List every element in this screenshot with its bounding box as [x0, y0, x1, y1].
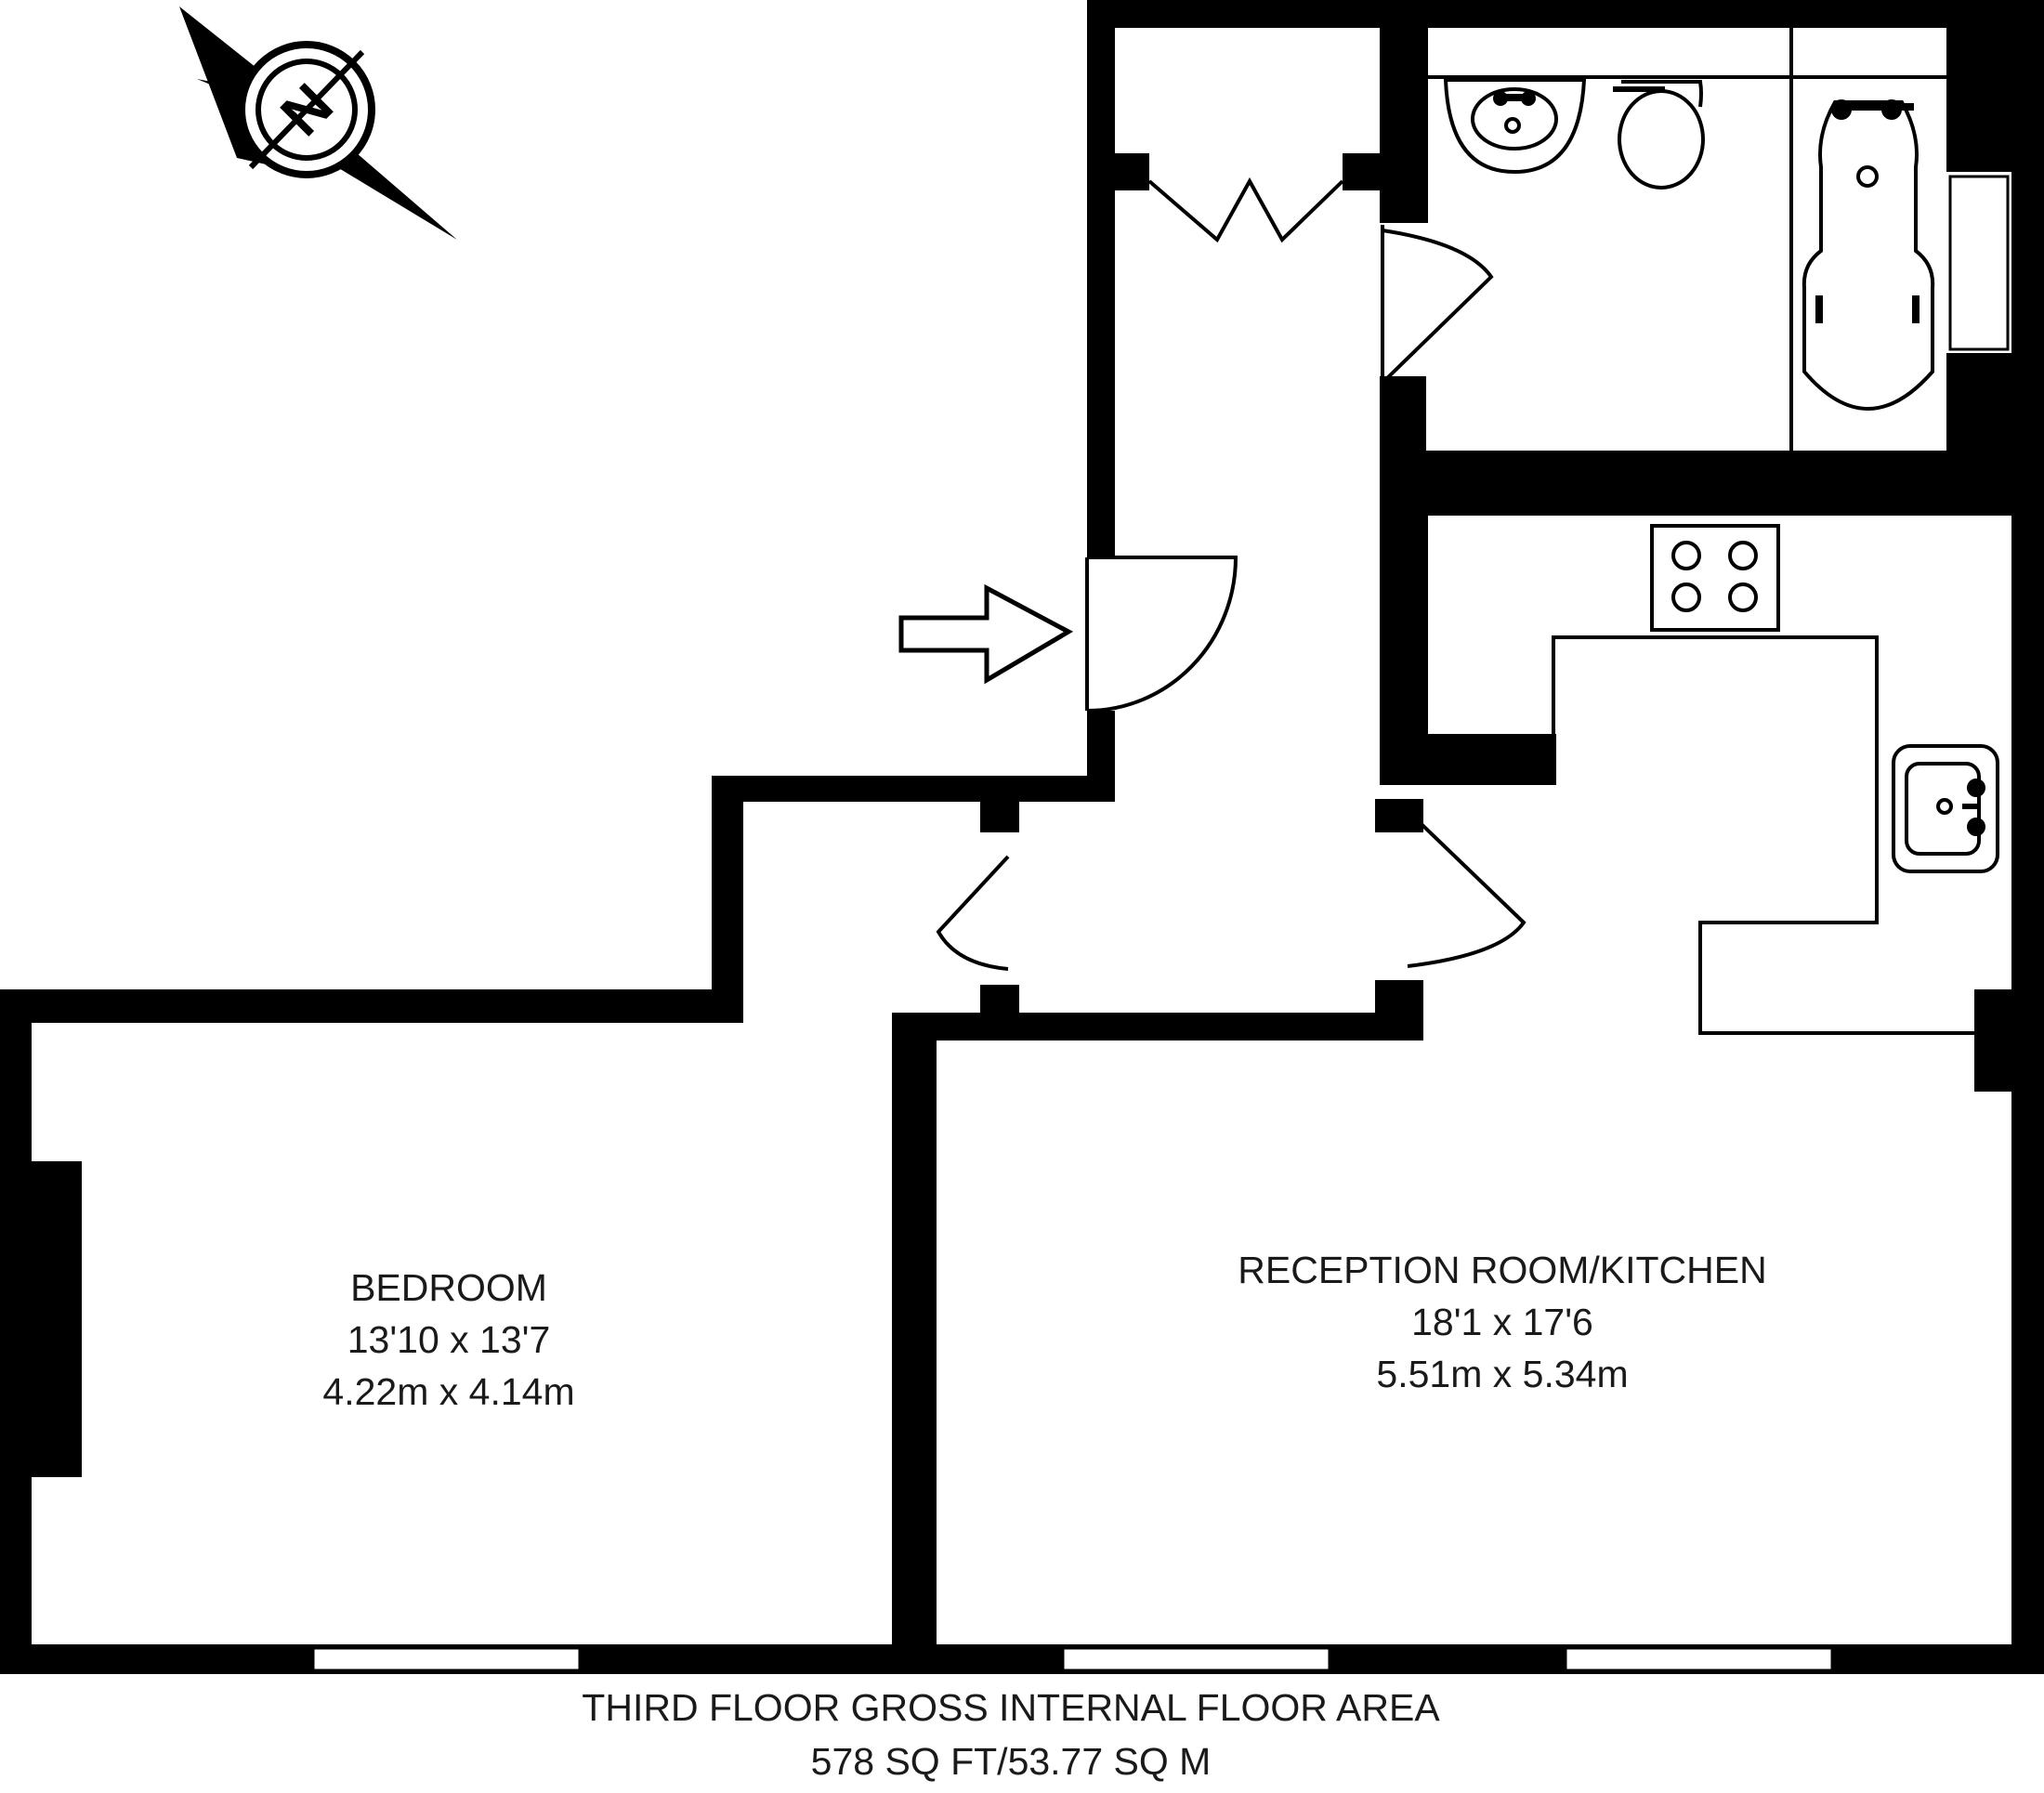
bedroom-metric: 4.22m x 4.14m	[322, 1370, 574, 1413]
bathroom-door-swing	[1382, 229, 1494, 383]
wall-right	[2011, 0, 2044, 1674]
floor-area-title: THIRD FLOOR GROSS INTERNAL FLOOR AREA	[582, 1686, 1440, 1729]
wall-bath-bottom	[1380, 451, 2044, 516]
kitchen-fixtures	[1552, 524, 1999, 1035]
hob-icon	[1650, 524, 1780, 632]
wall-bedroom-top	[0, 989, 715, 1023]
bathroom-fixtures	[1422, 28, 1946, 451]
window-bedroom	[311, 1646, 582, 1672]
window-bath	[1948, 175, 2010, 351]
closet-door-swing	[1147, 177, 1344, 243]
doors	[936, 177, 1526, 971]
reception-name: RECEPTION ROOM/KITCHEN	[1238, 1249, 1766, 1291]
walls	[0, 0, 2044, 1674]
wall-corridor-bottom	[892, 1013, 1423, 1040]
bedroom-label: BEDROOM 13'10 x 13'7 4.22m x 4.14m	[322, 1266, 574, 1413]
wall-divider	[892, 1013, 937, 1656]
reception-label: RECEPTION ROOM/KITCHEN 18'1 x 17'6 5.51m…	[1238, 1249, 1766, 1395]
wall-bedroom-left	[0, 989, 32, 1674]
windows	[311, 175, 2010, 1672]
kitchen-sink-icon	[1892, 744, 1999, 873]
bedroom-door-swing	[936, 855, 1010, 971]
wall-kitchen-chimney	[1974, 989, 2016, 1092]
entrance-arrow-icon	[898, 583, 1074, 685]
toilet-icon	[1621, 80, 1703, 108]
wall-hall-right	[1380, 0, 1428, 223]
bedroom-name: BEDROOM	[350, 1266, 547, 1309]
washbasin-icon	[1443, 78, 1587, 175]
wall-step-top	[712, 776, 1115, 802]
wall-hall-left-upper	[1087, 0, 1115, 557]
wall-top	[1087, 0, 2044, 28]
wall-hall-left-lower	[1087, 711, 1115, 802]
reception-door-swing	[1401, 805, 1526, 968]
reception-metric: 5.51m x 5.34m	[1376, 1353, 1628, 1395]
floor-area-value: 578 SQ FT/53.77 SQ M	[811, 1740, 1212, 1783]
north-compass-icon: N	[179, 7, 457, 240]
window-reception-1	[1061, 1646, 1331, 1672]
wall-bedroom-step	[712, 776, 743, 1023]
reception-imperial: 18'1 x 17'6	[1411, 1301, 1593, 1343]
bedroom-imperial: 13'10 x 13'7	[347, 1318, 551, 1361]
entrance-door-swing	[1086, 556, 1238, 713]
kitchen-counter	[1552, 635, 1974, 1035]
toilet-bowl	[1618, 89, 1705, 190]
wall-bath-chimney	[1946, 0, 2011, 172]
wall-bath-chimney-lower	[1946, 353, 2011, 451]
wall-bedroom-chimney	[28, 1161, 82, 1477]
window-reception-2	[1564, 1646, 1834, 1672]
wall-kitchen-notch	[1380, 734, 1556, 785]
bathtub-icon	[1802, 100, 1935, 411]
